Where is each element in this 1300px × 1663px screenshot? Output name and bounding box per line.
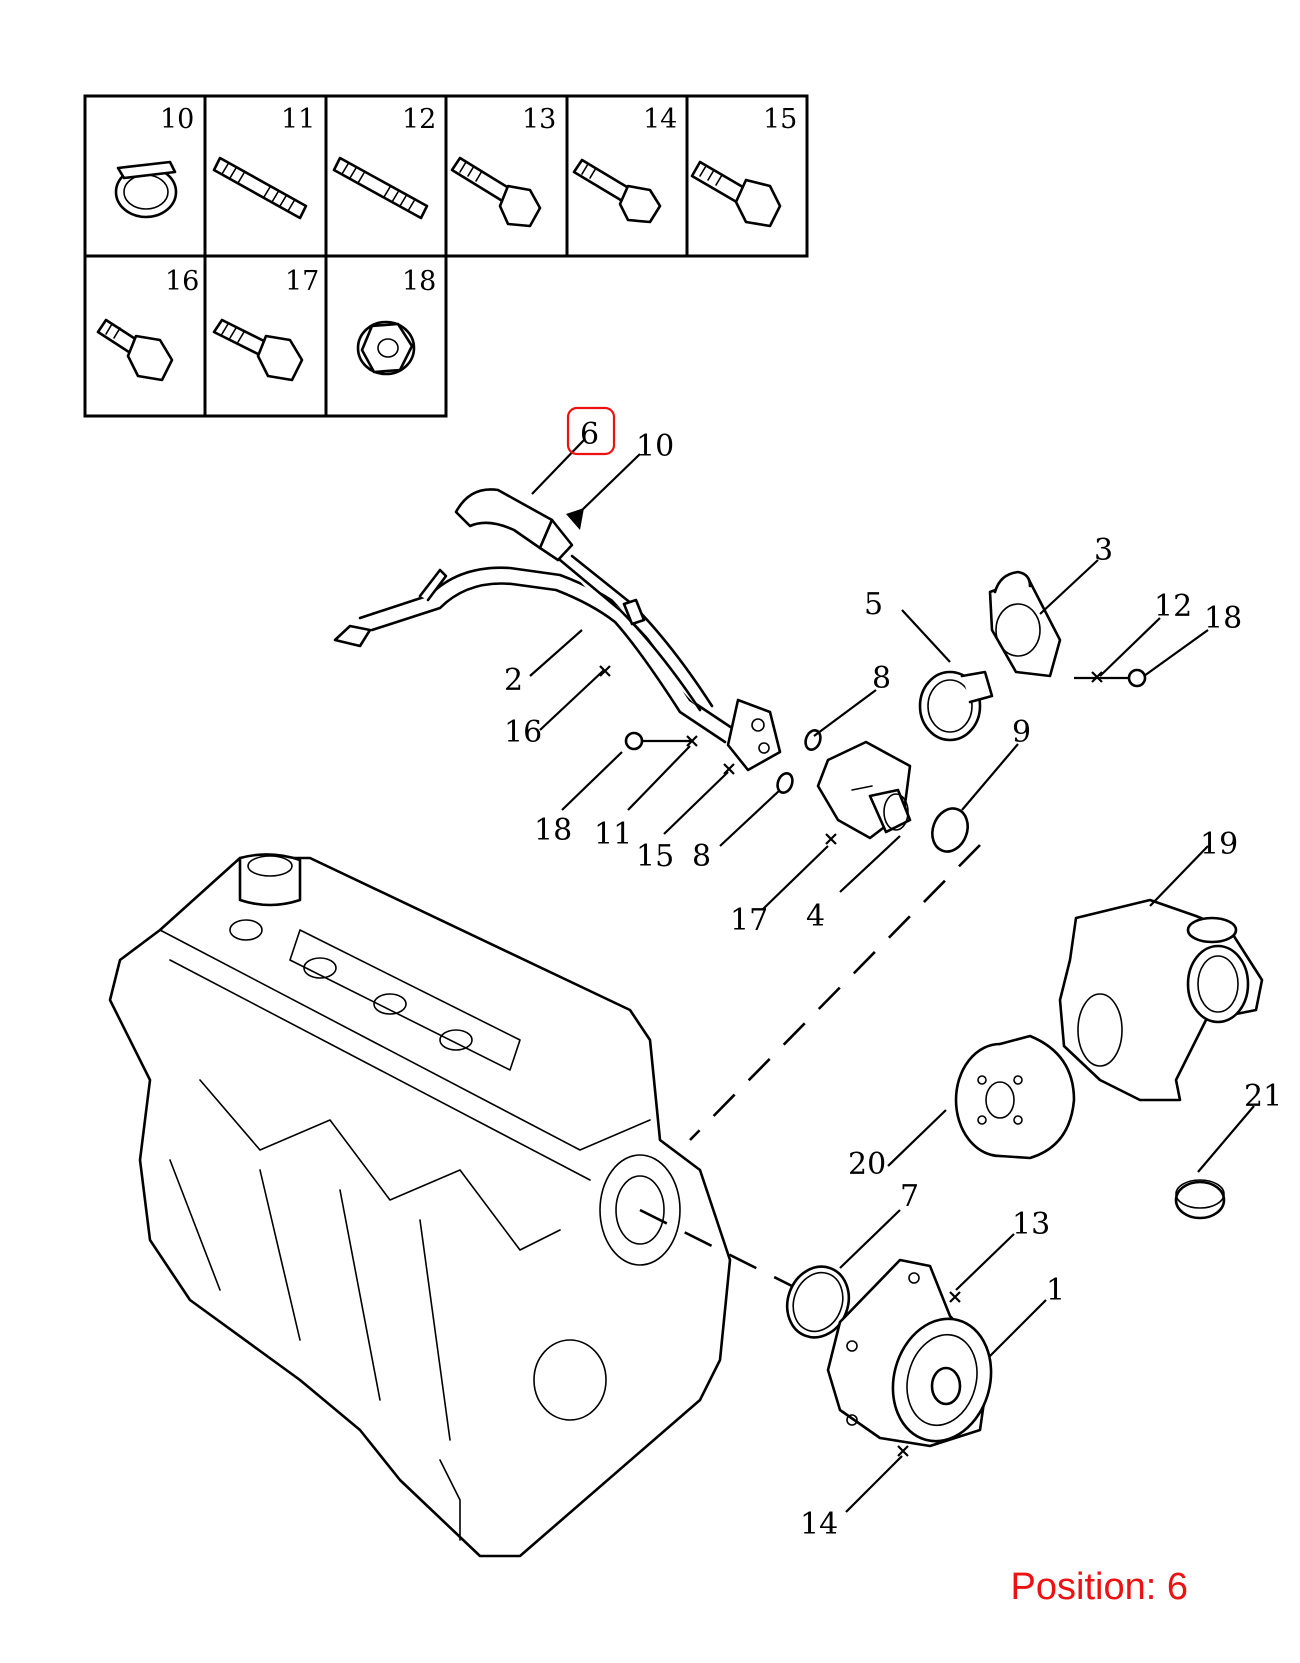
gasket-9[interactable] [927,804,974,857]
callout-6[interactable]: 6 [580,417,599,452]
callout-20[interactable]: 20 [848,1147,886,1182]
grid-label-13: 13 [522,104,556,135]
callout-21[interactable]: 21 [1244,1079,1282,1114]
thermostat-cover-3[interactable] [988,570,1062,678]
callout-11[interactable]: 11 [594,817,632,852]
callout-13[interactable]: 13 [1012,1207,1050,1242]
nut-18-top[interactable] [1127,668,1147,688]
flange-bolt-icon [690,160,782,228]
callout-14[interactable]: 14 [800,1507,838,1542]
callout-19[interactable]: 19 [1200,827,1238,862]
fastener-marks [599,665,1130,1457]
water-pipe-2[interactable] [333,554,782,772]
alignment-line [689,844,981,1141]
thermostat-5[interactable] [918,670,994,742]
grid-label-18: 18 [402,266,436,297]
engine-block [108,853,732,1558]
callout-3[interactable]: 3 [1094,533,1113,568]
callout-7[interactable]: 7 [900,1179,919,1214]
grid-label-12: 12 [402,104,436,135]
flange-bolt-icon [96,318,174,382]
plug-21[interactable] [1174,1179,1226,1220]
callout-12[interactable]: 12 [1154,589,1192,624]
water-pump-1[interactable] [826,1258,1004,1452]
gasket-7[interactable] [777,1258,858,1346]
callout-5[interactable]: 5 [864,587,883,622]
grid-label-16: 16 [165,266,199,297]
callout-4[interactable]: 4 [806,899,825,934]
hose-clamp-icon [114,160,178,219]
leader-lines [529,439,1255,1513]
pulley-20[interactable] [954,1034,1076,1160]
callout-15[interactable]: 15 [636,839,674,874]
water-outlet-housing-4[interactable] [816,740,912,840]
fastener-legend-grid: 10 11 12 13 14 15 16 17 18 [83,94,809,418]
callout-17[interactable]: 17 [730,903,768,938]
flange-bolt-icon [450,156,542,228]
callout-2[interactable]: 2 [504,663,523,698]
callout-8[interactable]: 8 [692,839,711,874]
water-pump-housing-19[interactable] [1058,898,1264,1102]
callout-9[interactable]: 9 [1012,715,1031,750]
stud-icon [332,156,429,220]
position-label: Position: 6 [1010,1566,1188,1608]
flange-bolt-icon [212,318,304,382]
selected-part-highlight [566,406,616,456]
grid-label-14: 14 [643,104,677,135]
callout-18[interactable]: 18 [534,813,572,848]
callout-1[interactable]: 1 [1046,1273,1065,1308]
callout-10[interactable]: 10 [636,429,674,464]
coolant-hose-6[interactable] [454,488,574,562]
o-ring-8b[interactable] [775,771,795,795]
grid-label-10: 10 [160,104,194,135]
grid-label-11: 11 [281,104,315,135]
nut-18-left[interactable] [624,731,644,751]
stud-icon [212,156,308,220]
callout-8[interactable]: 8 [872,661,891,696]
grid-label-15: 15 [763,104,797,135]
callout-18[interactable]: 18 [1204,601,1242,636]
flange-bolt-icon [572,158,662,224]
grid-label-17: 17 [285,266,319,297]
callout-16[interactable]: 16 [504,715,542,750]
alignment-line [639,1208,801,1292]
flange-nut-icon [356,320,416,376]
